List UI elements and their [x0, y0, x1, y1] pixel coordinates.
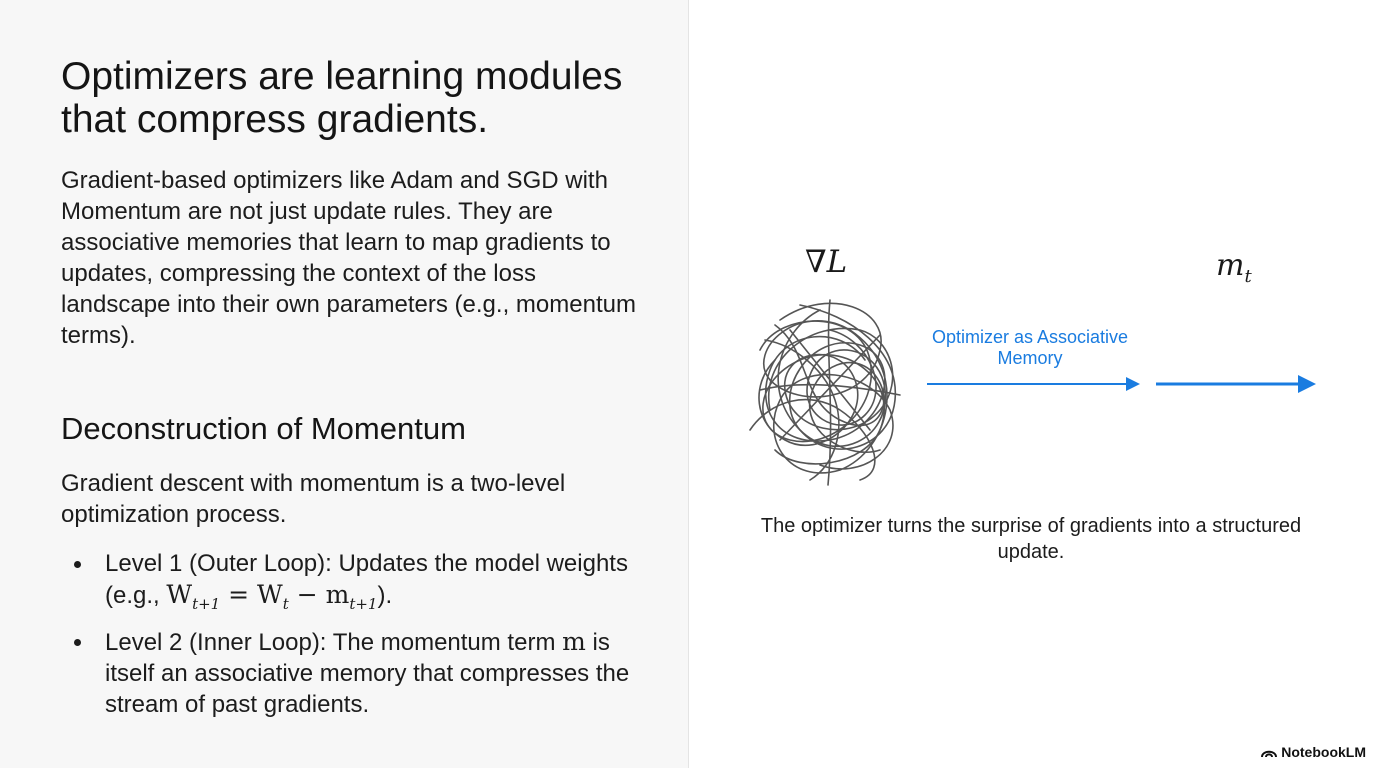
bullet-text-end: ). [377, 582, 393, 609]
bullet-text: Level 1 (Outer Loop): Updates the model … [105, 550, 628, 609]
flow-arrows [927, 375, 1316, 393]
intro-paragraph: Gradient-based optimizers like Adam and … [61, 167, 636, 349]
bullet-list: Level 1 (Outer Loop): Updates the model … [61, 548, 641, 726]
momentum-symbol: m [562, 627, 586, 656]
notebooklm-brand: NotebookLM [1261, 744, 1366, 760]
bullet-dot [74, 639, 81, 646]
momentum-label: mt [1216, 248, 1252, 287]
gradient-scribble-icon [749, 299, 901, 486]
left-panel [0, 0, 688, 768]
optimizer-arrow-label: Optimizer as Associative Memory [931, 327, 1129, 368]
nabla-symbol: ∇ [805, 244, 827, 280]
section-heading: Deconstruction of Momentum [61, 411, 466, 446]
section-intro: Gradient descent with momentum is a two-… [61, 470, 566, 528]
slide-title: Optimizers are learning modules that com… [61, 55, 623, 141]
loss-symbol: L [826, 244, 848, 280]
bullet-dot [74, 561, 81, 568]
gradient-label: ∇L [805, 244, 847, 280]
arrow-right-icon [927, 377, 1140, 391]
bullet-text-end: is itself an associative memory that com… [105, 629, 630, 718]
panel-divider [688, 0, 689, 768]
diagram-caption: The optimizer turns the surprise of grad… [760, 515, 1302, 563]
bullet-level-1: Level 1 (Outer Loop): Updates the model … [61, 548, 641, 620]
notebooklm-logo-icon [1261, 750, 1278, 758]
bullet-text: Level 2 (Inner Loop): The momentum term [105, 629, 563, 656]
bullet-level-2: Level 2 (Inner Loop): The momentum term … [61, 626, 641, 720]
weight-update-formula: Wt+1 = Wt − mt+1 [166, 580, 378, 613]
arrow-right-bold-icon [1156, 375, 1316, 393]
brand-name: NotebookLM [1281, 744, 1366, 760]
